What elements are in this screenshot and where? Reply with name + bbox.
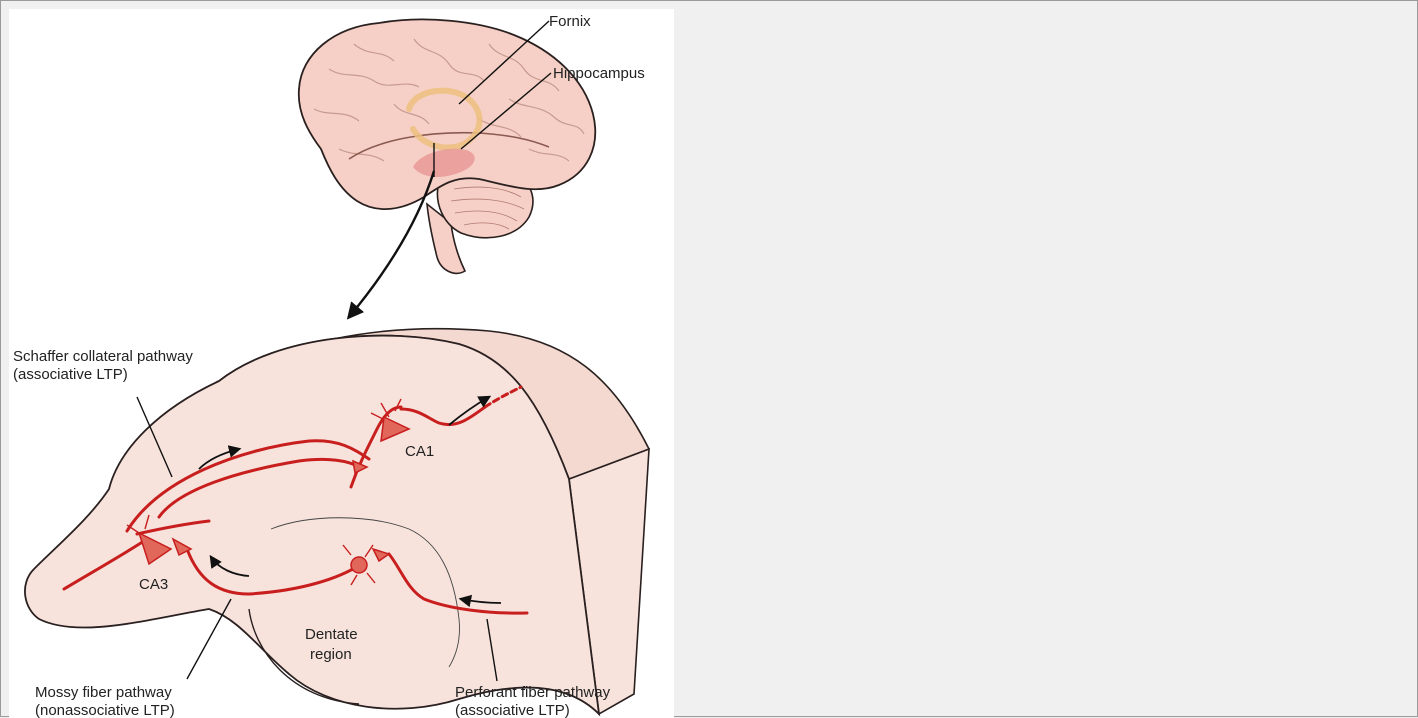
figure-panel: Fornix Hippocampus Schaffer collateral p… bbox=[9, 9, 674, 718]
label-mossy-line1: Mossy fiber pathway bbox=[35, 684, 172, 701]
label-ca3: CA3 bbox=[139, 576, 168, 593]
label-mossy-line2: (nonassociative LTP) bbox=[35, 702, 175, 718]
label-hippocampus: Hippocampus bbox=[553, 65, 645, 82]
brain-illustration bbox=[299, 19, 595, 317]
dentate-granule-cell bbox=[351, 557, 367, 573]
label-ca1: CA1 bbox=[405, 443, 434, 460]
label-fornix: Fornix bbox=[549, 13, 591, 30]
hippocampus-diagram: Fornix Hippocampus Schaffer collateral p… bbox=[9, 9, 674, 718]
label-perforant-line2: (associative LTP) bbox=[455, 702, 570, 718]
label-dentate-line1: Dentate bbox=[305, 626, 358, 643]
label-schaffer-line1: Schaffer collateral pathway bbox=[13, 348, 193, 365]
label-perforant-line1: Perforant fiber pathway bbox=[455, 684, 611, 701]
label-schaffer-line2: (associative LTP) bbox=[13, 366, 128, 383]
label-dentate-line2: region bbox=[310, 646, 352, 663]
